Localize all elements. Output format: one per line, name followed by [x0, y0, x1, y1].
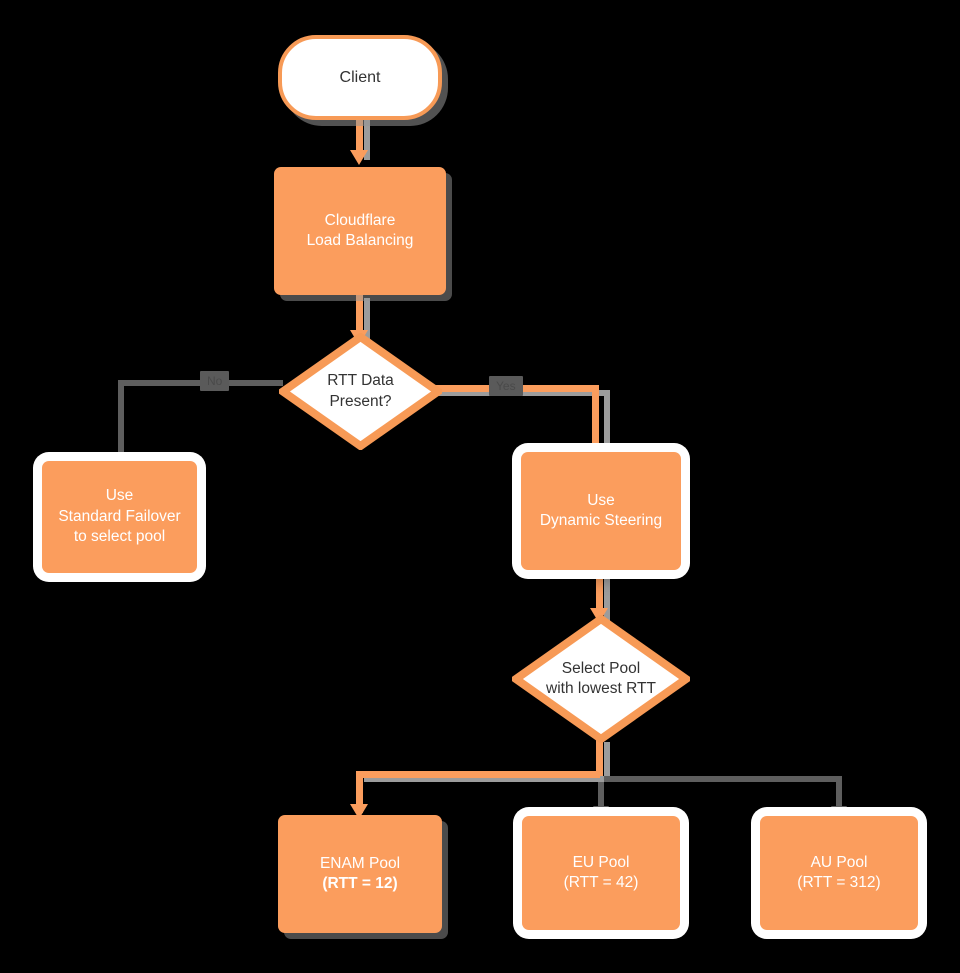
node-au-pool-line1: AU Pool [810, 853, 868, 871]
node-standard-failover-line3: to select pool [73, 528, 166, 546]
node-eu-pool-line2: (RTT = 42) [563, 874, 639, 891]
node-load-balancing[interactable]: Cloudflare Load Balancing [274, 167, 446, 295]
select-pool-diamond-shape [512, 615, 690, 743]
node-select-pool-line1: Select Pool [561, 659, 641, 677]
edge-steering-to-selectpool [596, 570, 603, 618]
edge-shadow-selectpool-down [604, 742, 610, 778]
edge-shadow-bus-left [364, 776, 604, 782]
edge-decision-no-vertical [118, 380, 124, 465]
edge-shadow-decision-yes-vertical [604, 390, 610, 462]
node-eu-pool[interactable]: EU Pool (RTT = 42) [522, 816, 680, 930]
edge-shadow-lb-to-decision [364, 298, 370, 344]
node-load-balancing-line2: Load Balancing [306, 232, 414, 249]
node-enam-pool-line1: ENAM Pool [319, 854, 401, 872]
edge-client-to-lb [356, 118, 363, 156]
node-load-balancing-line1: Cloudflare [324, 211, 396, 229]
edge-selectpool-down [596, 738, 603, 778]
node-dynamic-steering-line1: Use [587, 491, 615, 509]
rtt-decision-diamond-shape [279, 333, 442, 450]
node-dynamic-steering-line2: Dynamic Steering [539, 512, 663, 529]
edge-bus-left [356, 771, 600, 778]
node-rtt-decision[interactable]: RTT Data Present? [279, 333, 442, 450]
edge-label-yes: Yes [489, 376, 523, 396]
node-au-pool[interactable]: AU Pool (RTT = 312) [760, 816, 918, 930]
node-client[interactable]: Client [278, 35, 442, 120]
node-standard-failover[interactable]: Use Standard Failover to select pool [42, 461, 197, 573]
node-select-pool[interactable]: Select Pool with lowest RTT [512, 615, 690, 743]
edge-shadow-steering-to-selectpool [604, 574, 610, 624]
edge-bus-to-enam [356, 771, 363, 813]
edge-shadow-decision-yes-horizontal [438, 390, 610, 396]
node-enam-pool-line2: (RTT = 12) [322, 875, 398, 892]
node-dynamic-steering[interactable]: Use Dynamic Steering [521, 452, 681, 570]
node-rtt-decision-line1: RTT Data [327, 372, 394, 390]
node-standard-failover-line2: Standard Failover [58, 507, 181, 525]
edge-lb-to-decision [356, 294, 363, 338]
edge-bus-to-au [836, 776, 842, 818]
edge-bus-right [598, 776, 842, 782]
node-standard-failover-line1: Use [105, 487, 134, 505]
node-au-pool-line2: (RTT = 312) [797, 874, 881, 891]
node-enam-pool[interactable]: ENAM Pool (RTT = 12) [278, 815, 442, 933]
node-select-pool-line2: with lowest RTT [546, 680, 656, 697]
edge-label-no: No [200, 371, 230, 391]
node-rtt-decision-line2: Present? [329, 392, 392, 410]
node-client-label: Client [339, 68, 381, 86]
edge-bus-to-eu [598, 776, 604, 818]
arrowhead-client-to-lb [350, 150, 368, 165]
edge-decision-yes-vertical [592, 385, 599, 457]
edge-shadow-client-to-lb [364, 120, 370, 160]
node-eu-pool-line1: EU Pool [572, 853, 630, 871]
